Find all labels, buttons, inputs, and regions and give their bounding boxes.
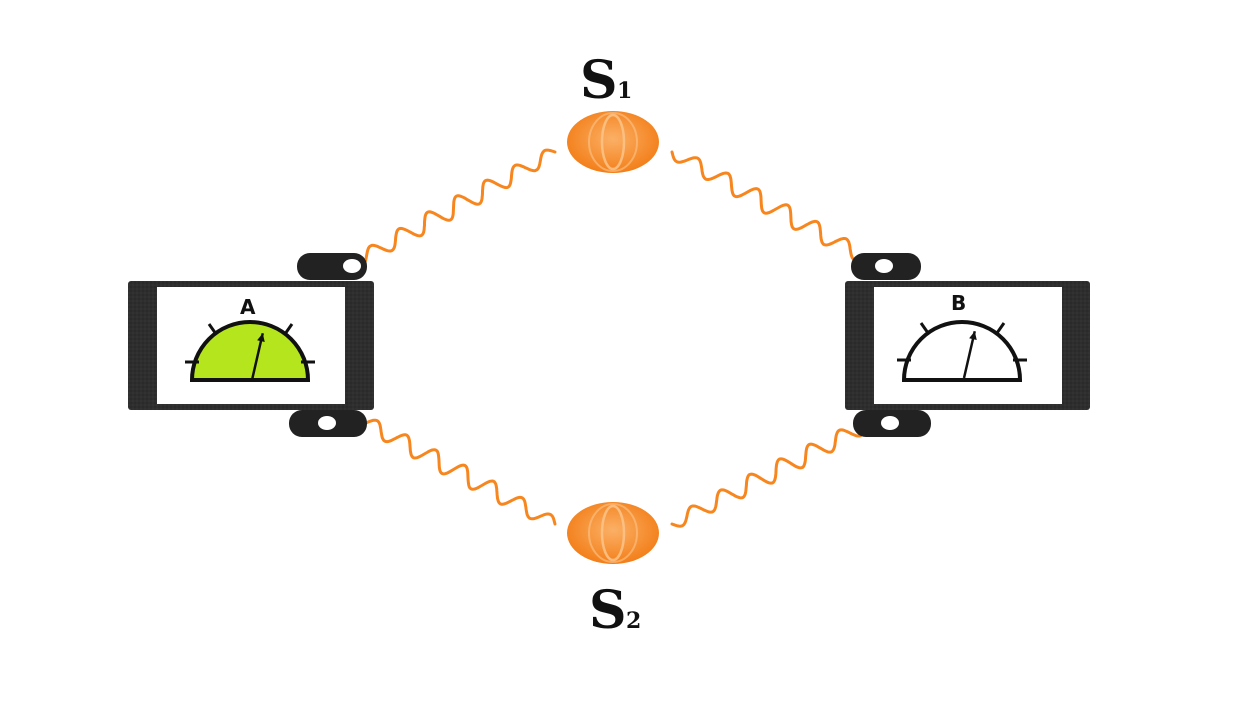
meter-a-tick-upper-right: [283, 323, 294, 335]
source-s2-label: S: [589, 580, 627, 641]
source-s2: S 2: [567, 502, 659, 641]
meter-b-tick-upper-left: [919, 322, 930, 334]
source-s1: S 1: [567, 50, 659, 173]
meter-a-tick-upper-left: [207, 323, 218, 335]
detector-b-top-knob: [851, 253, 921, 280]
detector-b: B: [845, 253, 1090, 437]
wave-s2-to-a: [350, 413, 557, 526]
meter-b-tick-upper-right: [995, 322, 1006, 334]
meter-a: [185, 320, 315, 382]
meter-b: [897, 320, 1027, 382]
source-s2-emitter: [567, 502, 659, 564]
wave-s2-to-b: [670, 414, 882, 528]
detector-a: A: [128, 253, 374, 437]
detector-a-label: A: [240, 295, 256, 319]
source-s1-subscript: 1: [617, 78, 632, 104]
detector-a-bottom-knob: [289, 410, 367, 437]
detector-b-label: B: [951, 291, 966, 315]
wave-s1-to-a: [350, 148, 557, 268]
source-s2-subscript: 2: [626, 608, 641, 634]
meter-b-needle: [962, 330, 977, 379]
source-s1-label: S: [580, 50, 618, 111]
wave-paths: [350, 148, 882, 528]
meter-a-dial: [189, 320, 311, 382]
meter-a-needle: [250, 332, 265, 381]
detector-b-bottom-knob: [853, 410, 931, 437]
detector-a-top-knob: [297, 253, 367, 280]
wave-s1-to-b: [670, 150, 882, 268]
source-s1-emitter: [567, 111, 659, 173]
